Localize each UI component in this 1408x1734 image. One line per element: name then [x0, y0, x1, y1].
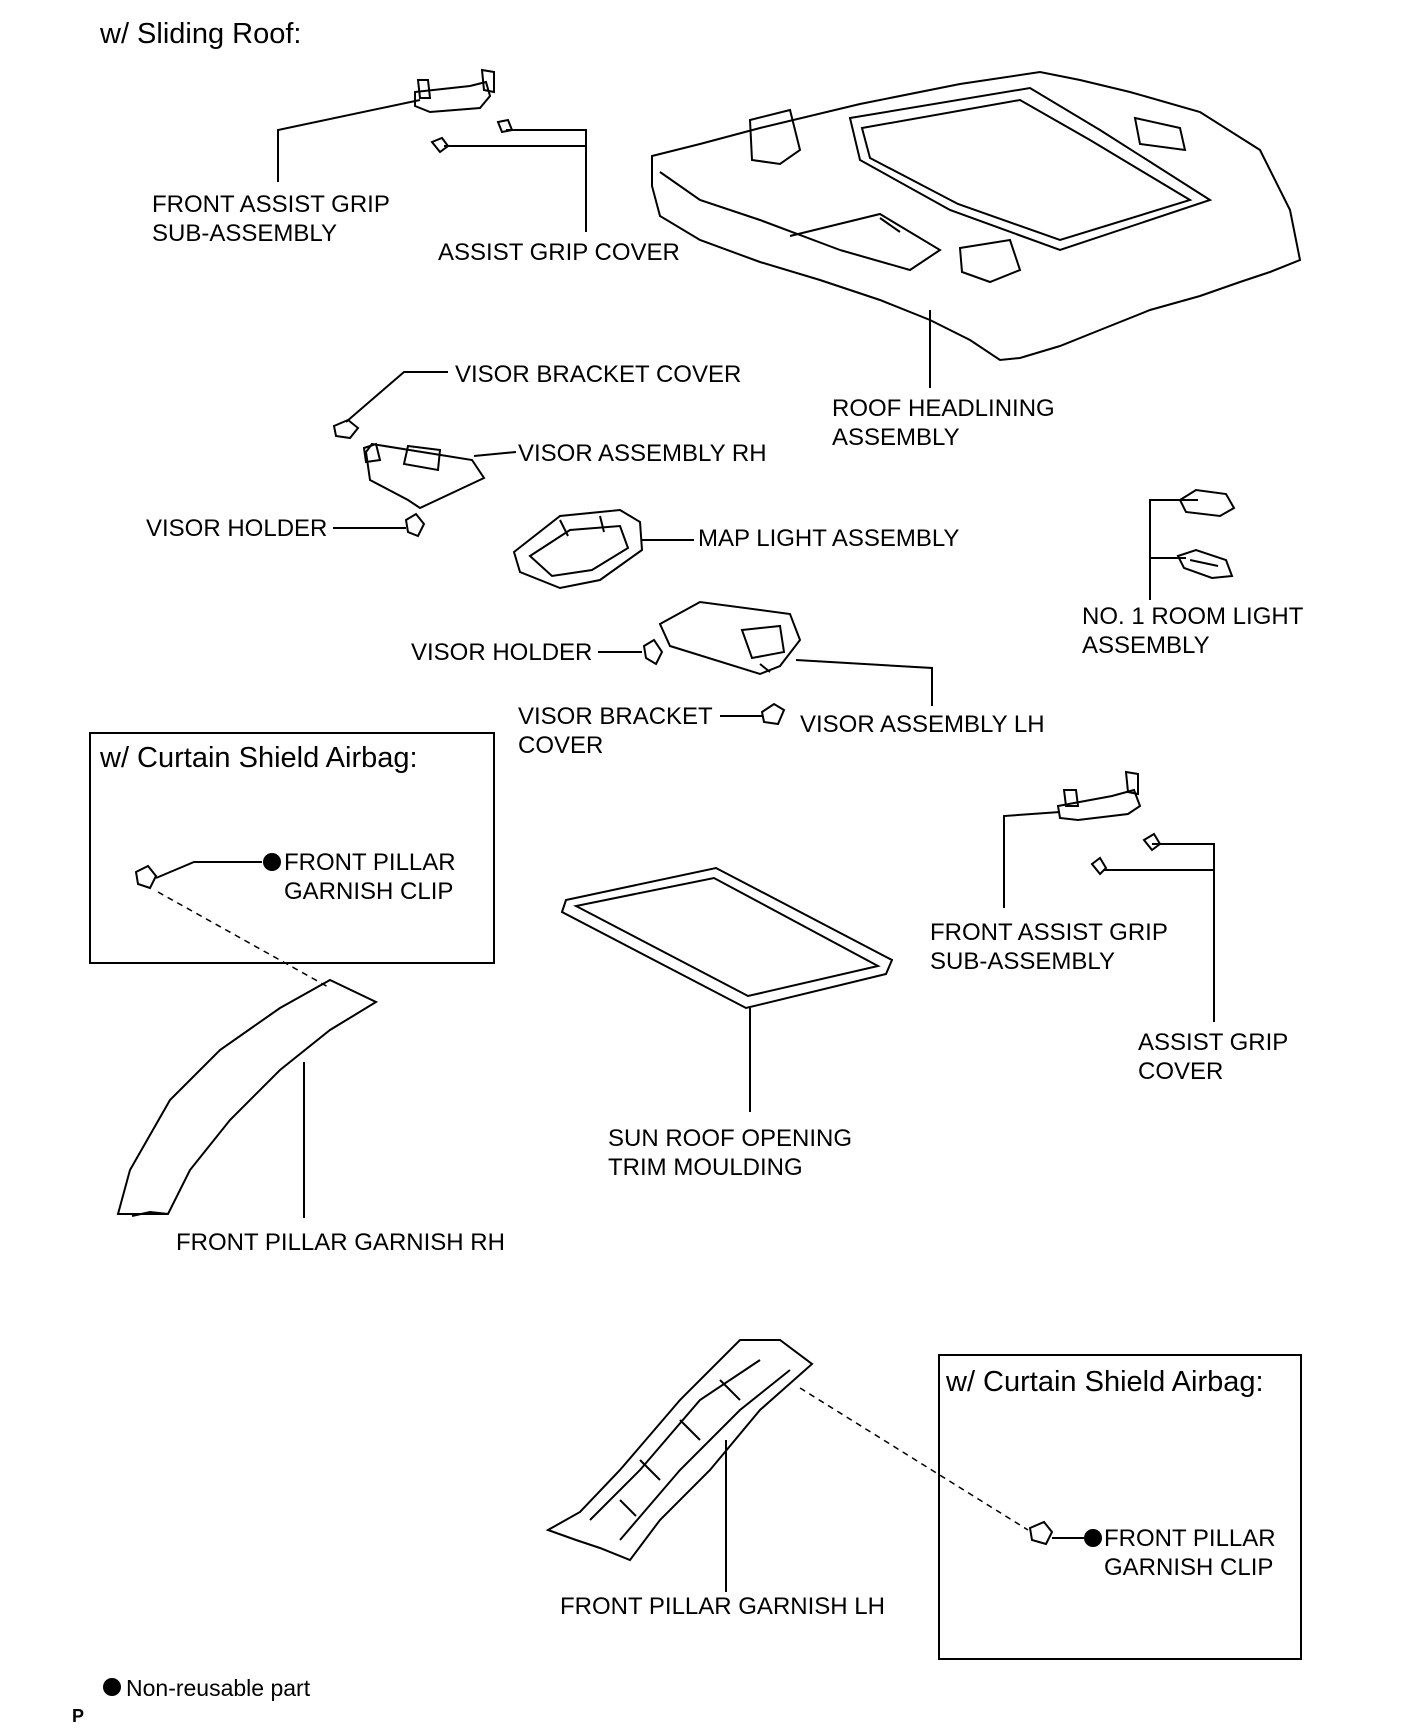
non-reusable-marker-right [1084, 1529, 1102, 1547]
label-line: TRIM MOULDING [608, 1154, 803, 1181]
label-line: FRONT PILLAR [284, 849, 456, 876]
label-line: ROOF HEADLINING [832, 395, 1055, 422]
assist-grip-cover-top-parts [430, 118, 514, 154]
label-line: ASSEMBLY [832, 424, 960, 451]
visor-assembly-lh-part [658, 600, 802, 676]
visor-bracket-cover-top-part [332, 418, 360, 440]
front-assist-grip-top-part [414, 68, 495, 114]
curtain-airbag-box-left [89, 732, 495, 964]
label-front-pillar-garnish-clip-left: FRONT PILLAR GARNISH CLIP [284, 848, 456, 906]
label-roof-headlining: ROOF HEADLINING ASSEMBLY [832, 394, 1055, 452]
visor-holder-mid-part [642, 638, 664, 666]
sun-roof-trim-part [560, 866, 894, 1010]
label-line: VISOR BRACKET [518, 703, 713, 730]
label-line: COVER [518, 732, 604, 759]
label-visor-assembly-lh: VISOR ASSEMBLY LH [800, 711, 1045, 738]
footer-code: P [72, 1706, 85, 1726]
front-pillar-garnish-lh-part [545, 1339, 814, 1562]
label-line: GARNISH CLIP [284, 878, 454, 905]
label-front-pillar-garnish-rh: FRONT PILLAR GARNISH RH [176, 1229, 505, 1256]
non-reusable-marker-left [263, 853, 281, 871]
no1-room-light-part [1176, 488, 1236, 580]
label-line: SUN ROOF OPENING [608, 1125, 853, 1152]
front-assist-grip-right-part [1056, 770, 1142, 822]
label-assist-grip-cover-top: ASSIST GRIP COVER [438, 239, 680, 266]
label-line: SUB-ASSEMBLY [152, 220, 337, 247]
label-line: ASSEMBLY [1082, 632, 1210, 659]
visor-assembly-rh-part [362, 442, 486, 510]
label-front-assist-grip-top: FRONT ASSIST GRIP SUB-ASSEMBLY [152, 190, 390, 248]
curtain-airbag-box-right [938, 1354, 1302, 1660]
map-light-part [512, 508, 644, 590]
heading-curtain-airbag-left: w/ Curtain Shield Airbag: [100, 742, 418, 774]
front-pillar-garnish-clip-right-part [1028, 1520, 1054, 1546]
label-line: SUB-ASSEMBLY [930, 948, 1115, 975]
assist-grip-cover-right-parts [1090, 832, 1162, 876]
heading-sliding-roof: w/ Sliding Roof: [100, 18, 302, 50]
label-visor-holder-mid: VISOR HOLDER [411, 639, 593, 666]
label-front-assist-grip-right: FRONT ASSIST GRIP SUB-ASSEMBLY [930, 918, 1168, 976]
label-line: ASSIST GRIP [1138, 1029, 1289, 1056]
legend-text: Non-reusable part [126, 1675, 311, 1701]
heading-curtain-airbag-right: w/ Curtain Shield Airbag: [946, 1366, 1264, 1398]
label-visor-bracket-cover-top: VISOR BRACKET COVER [455, 361, 742, 388]
label-sun-roof-trim: SUN ROOF OPENING TRIM MOULDING [608, 1124, 852, 1182]
front-pillar-garnish-rh-part [116, 978, 379, 1217]
legend-dot [103, 1678, 121, 1696]
label-map-light: MAP LIGHT ASSEMBLY [698, 525, 960, 552]
label-front-pillar-garnish-clip-right: FRONT PILLAR GARNISH CLIP [1104, 1524, 1276, 1582]
roof-headlining-part [651, 70, 1302, 362]
label-front-pillar-garnish-lh: FRONT PILLAR GARNISH LH [560, 1593, 885, 1620]
front-pillar-garnish-clip-left-part [134, 864, 158, 890]
visor-holder-top-part [404, 512, 426, 538]
label-line: NO. 1 ROOM LIGHT [1082, 603, 1304, 630]
label-line: FRONT ASSIST GRIP [152, 191, 390, 218]
label-line: GARNISH CLIP [1104, 1554, 1274, 1581]
label-visor-assembly-rh: VISOR ASSEMBLY RH [518, 440, 767, 467]
label-line: COVER [1138, 1058, 1224, 1085]
visor-bracket-cover-mid-part [760, 702, 786, 726]
label-line: FRONT ASSIST GRIP [930, 919, 1168, 946]
label-visor-holder-top: VISOR HOLDER [146, 515, 328, 542]
label-visor-bracket-cover-mid: VISOR BRACKET COVER [518, 702, 713, 760]
label-line: FRONT PILLAR [1104, 1525, 1276, 1552]
label-assist-grip-cover-right: ASSIST GRIP COVER [1138, 1028, 1288, 1086]
label-no1-room-light: NO. 1 ROOM LIGHT ASSEMBLY [1082, 602, 1303, 660]
